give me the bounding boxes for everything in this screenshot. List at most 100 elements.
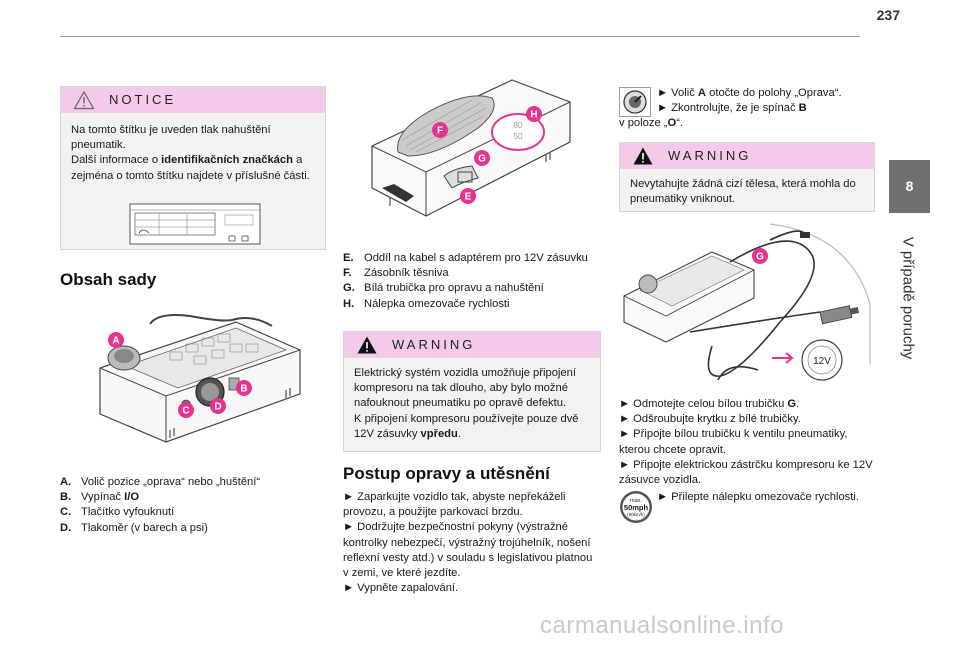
notice-header: NOTICE — [61, 87, 325, 113]
socket-12v-label: 12V — [813, 356, 831, 367]
hose-step-post: . — [796, 398, 800, 410]
compressor-kit-image: A B C D — [99, 314, 301, 443]
page-number: 237 — [876, 7, 900, 23]
legend-key: G. — [343, 282, 355, 295]
notice-text-2-post: a zejména o tomto štítku najdete v přísl… — [71, 154, 310, 182]
warning-body: Elektrický systém vozidla umožňuje připo… — [344, 358, 600, 450]
notice-text-1: Na tomto štítku je uveden tlak nahuštění… — [71, 124, 271, 152]
legend-key: D. — [60, 521, 72, 534]
storage-legend-item: F. Zásobník těsniva — [343, 266, 605, 281]
legend-text: Tlačítko vyfouknutí — [81, 506, 175, 519]
legend-text: Vypínač — [81, 491, 125, 504]
legend-text-bold: I/O — [124, 491, 140, 504]
kit-label-a: A — [112, 336, 119, 347]
kit-label-d: D — [214, 402, 221, 413]
hose-steps: ► Odmotejte celou bílou trubičku G. ► Od… — [619, 397, 875, 488]
step-selector-a: ► Volič A otočte do polohy „Oprava“. — [619, 86, 869, 101]
step-a-post: otočte do polohy „Oprava“. — [706, 87, 842, 99]
speed-limit-badge-icon: max. 50mph (80km/h) — [620, 491, 652, 523]
connect-hose-image: 12V G — [623, 223, 871, 381]
sticker-step: ► Přilepte nálepku omezovače rychlosti. — [657, 491, 859, 503]
chapter-tab[interactable]: 8 — [889, 160, 930, 213]
badge-line-2: 50mph — [624, 503, 649, 512]
legend-key: F. — [343, 267, 352, 280]
step-b-pre: ► Zkontrolujte, že je spínač — [657, 102, 799, 115]
storage-legend-item: G. Bílá trubička pro opravu a nahuštění — [343, 281, 605, 296]
repair-heading: Postup opravy a utěsnění — [343, 464, 550, 483]
repair-steps: ► Zaparkujte vozidlo tak, abyste nepřeká… — [343, 490, 601, 596]
kit-label-c: C — [182, 406, 189, 417]
legend-text: Tlakoměr (v barech a psi) — [81, 521, 208, 534]
speed-80-text: 80 — [514, 121, 523, 130]
notice-triangle-icon — [73, 90, 95, 110]
legend-text: Zásobník těsniva — [364, 267, 449, 280]
legend-key: E. — [343, 252, 354, 264]
badge-line-3: (80km/h) — [627, 512, 645, 517]
repair-step: ► Dodržujte bezpečnostní pokyny (výstraž… — [343, 521, 593, 580]
legend-text: Bílá trubička pro opravu a nahuštění — [364, 282, 544, 295]
kit-legend-item: A.Volič pozice „oprava“ nebo „huštění“ — [60, 475, 330, 490]
step-a-pre: ► Volič — [657, 87, 698, 99]
notice-body: Na tomto štítku je uveden tlak nahuštění… — [61, 113, 325, 192]
warning-box-middle: WARNING Elektrický systém vozidla umožňu… — [343, 331, 601, 452]
repair-step: ► Zaparkujte vozidlo tak, abyste nepřeká… — [343, 491, 566, 519]
legend-key: C. — [60, 506, 72, 519]
warning-header: WARNING — [344, 332, 600, 358]
hose-label-g: G — [756, 252, 764, 263]
hose-step-bold: G — [787, 398, 797, 410]
warning-title: WARNING — [668, 148, 752, 164]
warning-triangle-icon — [633, 147, 653, 165]
notice-text-2-pre: Další informace o — [71, 154, 162, 167]
hose-step: ► Připojte bílou trubičku k ventilu pneu… — [619, 428, 848, 456]
warning-triangle-icon — [357, 336, 377, 354]
storage-label-g: G — [478, 154, 486, 165]
warning-text-2-post: . — [457, 427, 461, 440]
kit-label-b: B — [240, 384, 247, 395]
warning-title: WARNING — [392, 337, 476, 353]
top-rule — [60, 36, 860, 37]
hose-step: ► Připojte elektrickou zástrčku kompreso… — [619, 458, 873, 487]
legend-text: Nálepka omezovače rychlosti — [364, 297, 510, 310]
hose-step: ► Odšroubujte krytku z bílé trubičky. — [619, 413, 801, 426]
warning-text-2: K připojení kompresoru používejte pouze … — [354, 412, 590, 442]
hose-step: ► Odmotejte celou bílou trubičku G. — [619, 397, 875, 412]
step-b-bold2: O — [667, 117, 677, 130]
storage-legend-item: H. Nálepka omezovače rychlosti — [343, 297, 605, 312]
legend-text: Oddíl na kabel s adaptérem pro 12V zásuv… — [364, 252, 588, 264]
warning-header: WARNING — [620, 143, 874, 169]
selector-steps: ► Volič A otočte do polohy „Oprava“. ► Z… — [619, 86, 869, 132]
step-b-bold: B — [798, 102, 807, 115]
notice-text-2: Další informace o identifikačních značká… — [71, 153, 315, 183]
chapter-title-text: V případě poruchy — [899, 236, 917, 360]
step-switch-b-cont: v poloze „O“. — [619, 117, 684, 130]
warning-box-right: WARNING Nevytahujte žádná cizí tělesa, k… — [619, 142, 875, 212]
chapter-title: V případě poruchy — [868, 218, 948, 378]
step-switch-b: ► Zkontrolujte, že je spínač B — [619, 101, 869, 116]
storage-label-f: F — [437, 126, 443, 137]
legend-key: B. — [60, 491, 72, 504]
warning-text-2-pre: K připojení kompresoru používejte pouze … — [354, 412, 579, 440]
storage-legend-item: E. Oddíl na kabel s adaptérem pro 12V zás… — [343, 251, 605, 266]
selector-dial-icon — [619, 87, 651, 117]
kit-legend-item: D. Tlakoměr (v barech a psi) — [60, 521, 330, 536]
badge-line-1: max. — [630, 498, 642, 504]
kit-legend-item: B. Vypínač I/O — [60, 490, 330, 505]
legend-key: H. — [343, 297, 355, 310]
warning-body: Nevytahujte žádná cizí tělesa, která moh… — [620, 169, 874, 215]
kit-storage-image: 80 50 F G E H — [371, 79, 571, 217]
warning-text: Nevytahujte žádná cizí tělesa, která moh… — [630, 178, 856, 206]
notice-title: NOTICE — [109, 92, 177, 108]
repair-step: ► Vypněte zapalování. — [343, 582, 459, 595]
kit-legend-item: C. Tlačítko vyfouknutí — [60, 505, 330, 520]
watermark: carmanualsonline.info — [540, 612, 784, 639]
warning-text-1: Elektrický systém vozidla umožňuje připo… — [354, 367, 576, 410]
notice-box: NOTICE Na tomto štítku je uveden tlak na… — [60, 86, 326, 250]
storage-label-h: H — [530, 110, 537, 121]
kit-legend: A.Volič pozice „oprava“ nebo „huštění“ B… — [60, 475, 330, 536]
storage-legend: E. Oddíl na kabel s adaptérem pro 12V zás… — [343, 251, 605, 312]
storage-label-e: E — [465, 192, 472, 203]
notice-text-2-bold: identifikačních značkách — [161, 154, 293, 167]
step-a-bold: A — [697, 87, 707, 99]
warning-text-2-bold: vpředu — [420, 427, 458, 440]
tyre-pressure-label-image — [129, 203, 261, 245]
